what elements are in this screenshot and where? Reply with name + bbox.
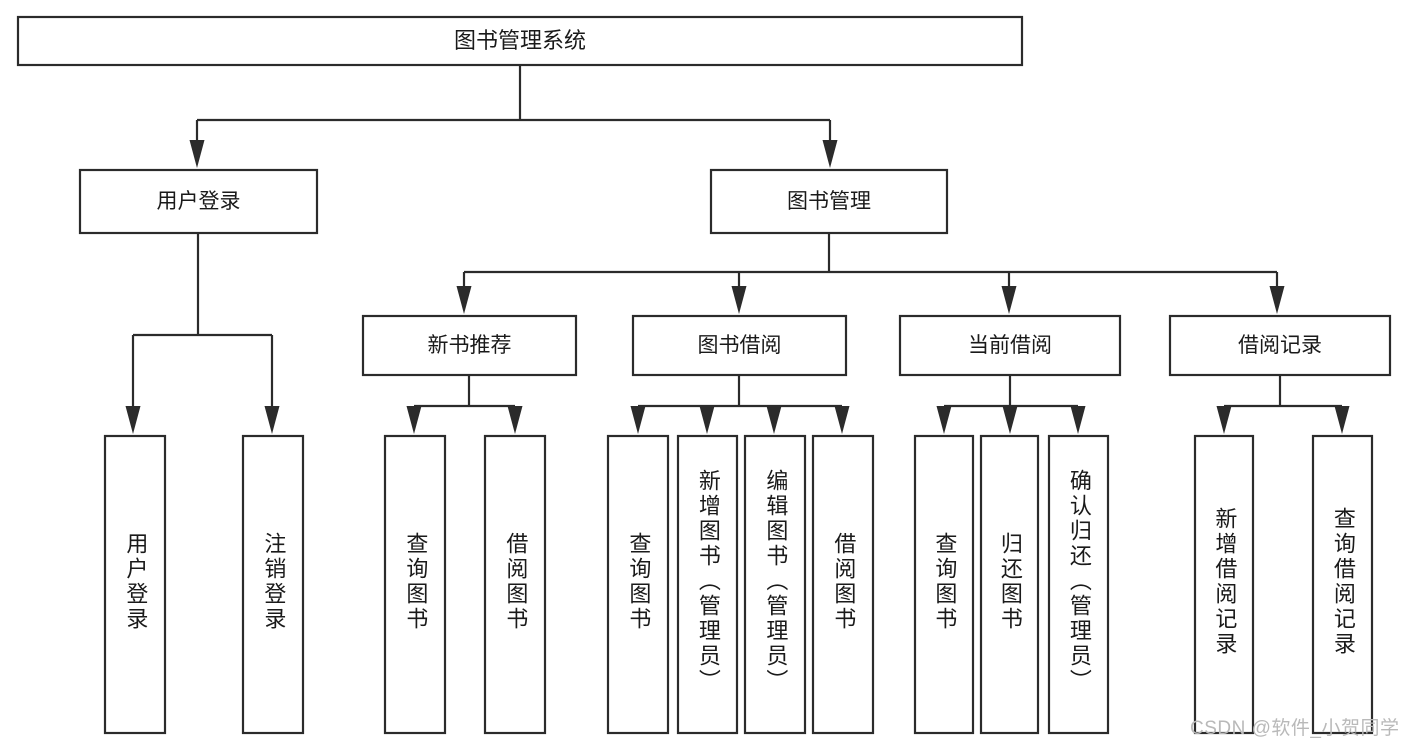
connector-userlogin-to-leaves bbox=[125, 233, 280, 434]
connector-layer bbox=[125, 65, 1350, 434]
node-leaf-10-box bbox=[1047, 434, 1110, 735]
node-level2-1-label: 图书管理 bbox=[787, 190, 871, 213]
arrow-head-icon bbox=[1001, 286, 1017, 314]
node-level2-1-box bbox=[709, 168, 949, 235]
node-leaf-7-box bbox=[811, 434, 875, 735]
arrow-head-icon bbox=[630, 406, 646, 434]
node-level3-1-box bbox=[631, 314, 848, 377]
node-leaf-11-box bbox=[1193, 434, 1255, 735]
node-level3-0-label: 新书推荐 bbox=[428, 334, 512, 357]
arrow-head-icon bbox=[731, 286, 747, 314]
arrow-head-icon bbox=[766, 406, 782, 434]
arrow-head-icon bbox=[406, 406, 422, 434]
node-level3-3-box bbox=[1168, 314, 1392, 377]
node-leaf-5-box bbox=[676, 434, 739, 735]
arrow-head-icon bbox=[699, 406, 715, 434]
node-leaf-1-box bbox=[241, 434, 305, 735]
node-root-box bbox=[16, 15, 1024, 67]
connector-root-to-level2 bbox=[189, 65, 838, 168]
arrow-head-icon bbox=[189, 140, 205, 168]
arrow-head-icon bbox=[1216, 406, 1232, 434]
arrow-head-icon bbox=[1269, 286, 1285, 314]
arrow-head-icon bbox=[507, 406, 523, 434]
arrow-head-icon bbox=[1070, 406, 1086, 434]
arrow-head-icon bbox=[834, 406, 850, 434]
node-level2-0-box bbox=[78, 168, 319, 235]
node-leaf-4-box bbox=[606, 434, 670, 735]
arrow-head-icon bbox=[1334, 406, 1350, 434]
node-root-label: 图书管理系统 bbox=[454, 28, 586, 53]
arrow-head-icon bbox=[936, 406, 952, 434]
connector-record-to-leaves bbox=[1216, 375, 1350, 434]
connector-borrow-to-leaves bbox=[630, 375, 850, 434]
node-leaf-6-box bbox=[743, 434, 807, 735]
connector-current-to-leaves bbox=[936, 375, 1086, 434]
node-level3-2-box bbox=[898, 314, 1122, 377]
node-leaf-8-box bbox=[913, 434, 975, 735]
node-leaf-9-box bbox=[979, 434, 1040, 735]
arrow-head-icon bbox=[822, 140, 838, 168]
connector-bookmgmt-to-level3 bbox=[456, 233, 1285, 314]
node-level2-0-label: 用户登录 bbox=[157, 190, 241, 213]
node-leaf-3-box bbox=[483, 434, 547, 735]
node-leaf-12-box bbox=[1311, 434, 1374, 735]
node-leaf-2-box bbox=[383, 434, 447, 735]
arrow-head-icon bbox=[264, 406, 280, 434]
node-level3-0-box bbox=[361, 314, 578, 377]
node-leaf-0-box bbox=[103, 434, 167, 735]
node-level3-3-label: 借阅记录 bbox=[1238, 334, 1322, 357]
node-level3-1-label: 图书借阅 bbox=[698, 334, 782, 357]
node-level3-2-label: 当前借阅 bbox=[968, 334, 1052, 357]
arrow-head-icon bbox=[125, 406, 141, 434]
arrow-head-icon bbox=[1002, 406, 1018, 434]
node-box-layer bbox=[16, 15, 1392, 735]
arrow-head-icon bbox=[456, 286, 472, 314]
connector-newbook-to-leaves bbox=[406, 375, 523, 434]
